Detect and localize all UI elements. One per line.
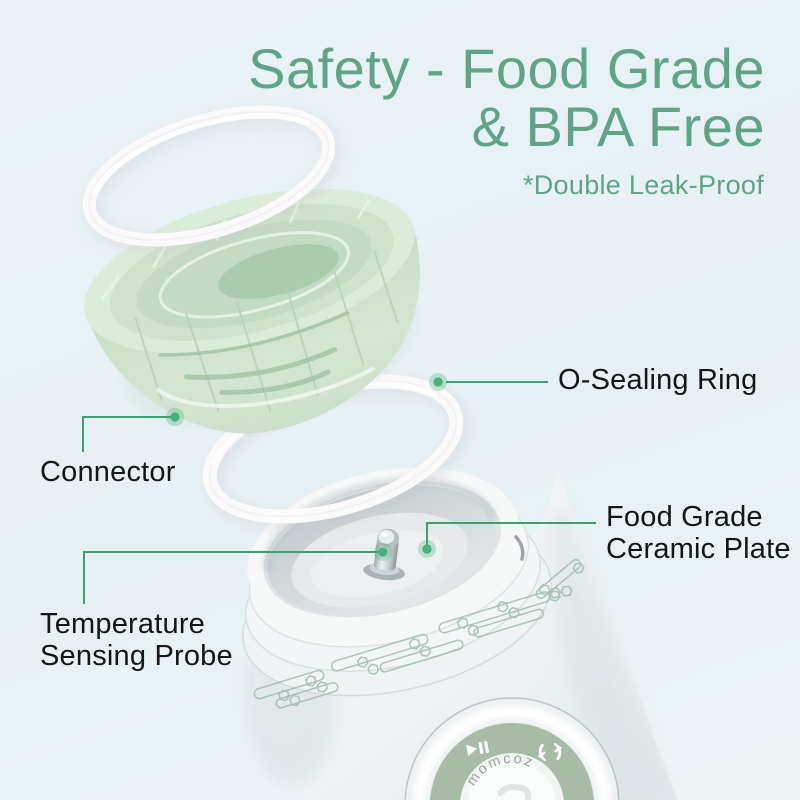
connector <box>83 188 420 434</box>
callout-dot-temp <box>374 543 392 561</box>
vent-slot <box>514 535 525 561</box>
label-ceramic-plate-line1: Food Grade <box>606 501 763 533</box>
callout-dot-ceramic <box>418 540 436 558</box>
callout-dot-osealing <box>429 373 447 391</box>
callout-line-temp <box>83 551 383 604</box>
label-ceramic-plate-line2: Ceramic Plate <box>606 532 791 565</box>
cycle-icon <box>537 742 563 762</box>
label-connector: Connector <box>40 456 176 488</box>
page-title: Safety - Food Grade & BPA Free <box>248 40 765 155</box>
callout-lines <box>82 381 596 604</box>
callout-dots <box>166 373 447 561</box>
label-o-sealing-ring: O-Sealing Ring <box>558 364 758 396</box>
callout-line-ceramic <box>426 522 596 549</box>
title-note: *Double Leak-Proof <box>522 170 764 200</box>
screen-graphic <box>497 783 531 800</box>
title-line-1: Safety - Food Grade <box>248 37 765 100</box>
label-temperature-probe: Temperature Sensing Probe <box>40 608 233 673</box>
play-pause-icon <box>466 740 489 757</box>
callout-dot-connector <box>166 408 184 426</box>
dial-screen <box>468 761 556 800</box>
label-temperature-probe-line2: Sensing Probe <box>40 639 233 672</box>
label-ceramic-plate: Food Grade Ceramic Plate <box>606 501 791 566</box>
title-line-2: & BPA Free <box>471 94 765 158</box>
callout-line-connector <box>82 416 175 452</box>
molecular-pattern <box>253 558 587 709</box>
label-temperature-probe-line1: Temperature <box>40 608 205 640</box>
sealing-ring-top <box>82 105 340 251</box>
